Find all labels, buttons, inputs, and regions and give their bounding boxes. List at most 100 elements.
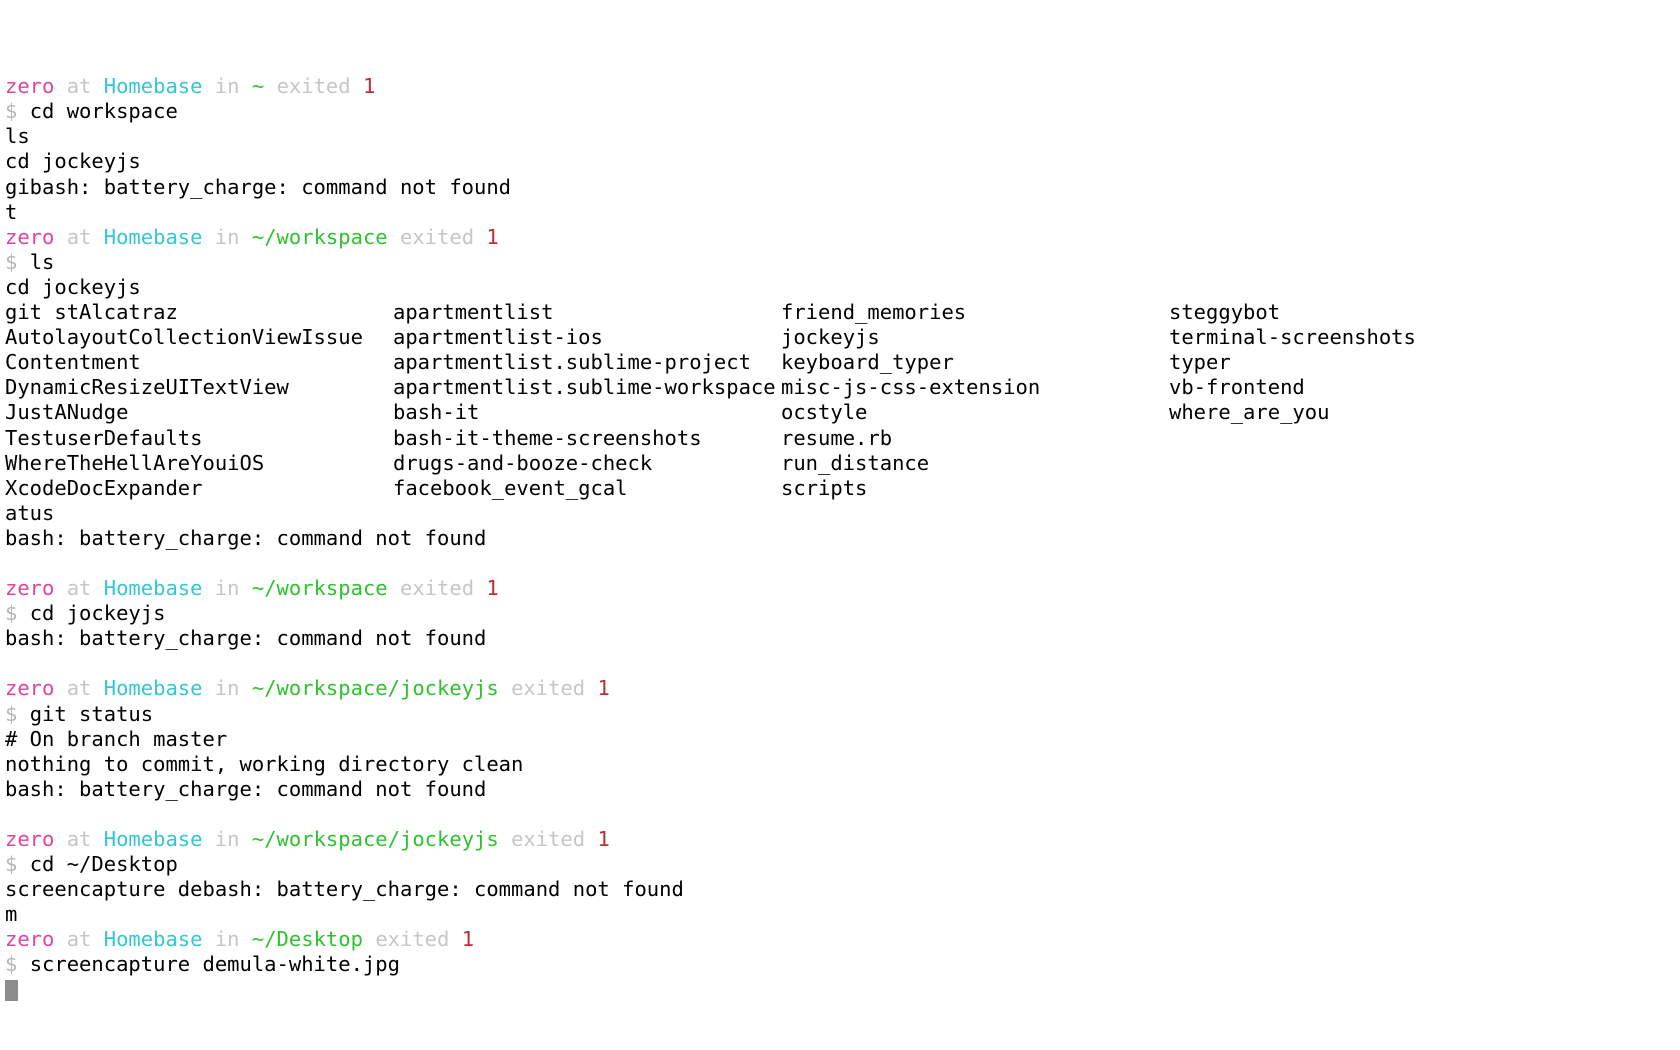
blank-line: [5, 551, 1680, 576]
prompt-at: at: [66, 74, 92, 99]
prompt-host: Homebase: [103, 224, 203, 249]
output-line: bash: battery_charge: command not found: [5, 777, 1680, 802]
prompt-sigil: $: [5, 952, 18, 977]
output-text: nothing to commit, working directory cle…: [5, 751, 524, 776]
ls-entry: Contentment: [5, 350, 141, 375]
prompt-exit-code: 1: [461, 927, 475, 952]
prompt-sigil: $: [5, 249, 18, 274]
ls-entry: ocstyle: [781, 400, 868, 425]
ls-entry: apartmentlist-ios: [393, 325, 603, 350]
blank-line: [5, 651, 1680, 676]
ls-entry: scripts: [781, 475, 868, 500]
terminal-cursor: [5, 979, 18, 1001]
prompt-path: ~/workspace: [251, 224, 388, 249]
prompt-path: ~: [251, 74, 265, 99]
ls-entry: apartmentlist.sublime-workspace: [393, 375, 776, 400]
prompt-exit-code: 1: [597, 676, 610, 701]
prompt-sigil: $: [5, 852, 18, 877]
prompt-line: zero at Homebase in ~/workspace exited 1: [5, 576, 1680, 601]
ls-entry: DynamicResizeUITextView: [5, 375, 289, 400]
output-line: nothing to commit, working directory cle…: [5, 752, 1680, 777]
prompt-exited-label: exited: [511, 827, 586, 851]
prompt-host: Homebase: [103, 576, 203, 601]
prompt-line: zero at Homebase in ~/workspace/jockeyjs…: [5, 676, 1680, 701]
prompt-host: Homebase: [103, 74, 203, 99]
output-text: cd jockeyjs: [5, 149, 141, 174]
output-text: # On branch master: [5, 726, 228, 751]
prompt-host: Homebase: [103, 676, 203, 701]
ls-entry: TestuserDefaults: [5, 425, 203, 450]
ls-entry: resume.rb: [781, 425, 893, 450]
command-text: screencapture demula-white.jpg: [29, 952, 400, 977]
ls-entry: apartmentlist.sublime-project: [393, 350, 751, 375]
ls-entry: facebook_event_gcal: [393, 475, 628, 500]
prompt-exited-label: exited: [375, 927, 450, 952]
ls-output-row: DynamicResizeUITextView apartmentlist.sub…: [5, 375, 1680, 400]
prompt-at: at: [66, 676, 92, 701]
prompt-exit-code: 1: [362, 74, 376, 99]
output-text: cd jockeyjs: [5, 274, 141, 299]
prompt-line: zero at Homebase in ~ exited 1: [5, 74, 1680, 99]
output-text: screencapture debash: battery_charge: co…: [5, 877, 684, 902]
prompt-user: zero: [5, 827, 55, 851]
prompt-host: Homebase: [103, 827, 203, 851]
output-text: bash: battery_charge: command not found: [5, 525, 487, 550]
blank-line: [5, 802, 1680, 827]
command-line[interactable]: $ cd jockeyjs: [5, 601, 1680, 626]
prompt-exit-code: 1: [597, 827, 610, 851]
prompt-user: zero: [5, 74, 55, 99]
ls-entry: apartmentlist: [393, 300, 554, 325]
output-line: atus: [5, 501, 1680, 526]
prompt-user: zero: [5, 676, 55, 701]
output-text: bash: battery_charge: command not found: [5, 626, 487, 651]
prompt-line: zero at Homebase in ~/workspace exited 1: [5, 225, 1680, 250]
prompt-in: in: [214, 827, 240, 851]
command-line[interactable]: $ ls: [5, 250, 1680, 275]
output-line: screencapture debash: battery_charge: co…: [5, 877, 1680, 902]
output-text: m: [5, 902, 18, 927]
ls-entry: XcodeDocExpander: [5, 475, 203, 500]
command-text: ls: [29, 249, 55, 274]
output-line: t: [5, 200, 1680, 225]
prompt-user: zero: [5, 927, 55, 952]
prompt-exited-label: exited: [511, 676, 586, 701]
prompt-host: Homebase: [103, 927, 203, 952]
prompt-exit-code: 1: [486, 224, 499, 249]
command-line[interactable]: $ cd workspace: [5, 99, 1680, 124]
ls-entry: typer: [1169, 350, 1231, 375]
prompt-path: ~/Desktop: [251, 927, 363, 952]
prompt-sigil: $: [5, 99, 18, 124]
ls-entry: AutolayoutCollectionViewIssue: [5, 325, 363, 350]
output-line: m: [5, 902, 1680, 927]
ls-entry: friend_memories: [781, 300, 967, 325]
output-line: cd jockeyjs: [5, 149, 1680, 174]
terminal-output: zero at Homebase in ~ exited 1$ cd works…: [5, 74, 1680, 977]
command-line[interactable]: $ cd ~/Desktop: [5, 852, 1680, 877]
prompt-in: in: [214, 576, 240, 601]
prompt-at: at: [66, 827, 92, 851]
command-line[interactable]: $ screencapture demula-white.jpg: [5, 952, 1680, 977]
output-text: ls: [5, 124, 30, 149]
command-line[interactable]: $ git status: [5, 702, 1680, 727]
ls-entry: JustANudge: [5, 400, 129, 425]
prompt-exited-label: exited: [276, 74, 351, 99]
prompt-in: in: [214, 676, 240, 701]
command-text: cd ~/Desktop: [29, 852, 178, 877]
prompt-line: zero at Homebase in ~/Desktop exited 1: [5, 927, 1680, 952]
prompt-user: zero: [5, 576, 55, 601]
command-text: cd jockeyjs: [29, 601, 166, 626]
ls-output-row: git stAlcatraz apartmentlist friend_memori…: [5, 300, 1680, 325]
output-text: t: [5, 199, 18, 224]
output-line: cd jockeyjs: [5, 275, 1680, 300]
ls-entry: steggybot: [1169, 300, 1281, 325]
ls-output-row: Contentment apartmentlist.sublime-project…: [5, 350, 1680, 375]
output-text: atus: [5, 500, 55, 525]
ls-entry: WhereTheHellAreYouiOS: [5, 450, 265, 475]
ls-entry: git stAlcatraz: [5, 300, 178, 325]
prompt-sigil: $: [5, 701, 18, 726]
prompt-at: at: [66, 576, 92, 601]
prompt-at: at: [66, 224, 92, 249]
